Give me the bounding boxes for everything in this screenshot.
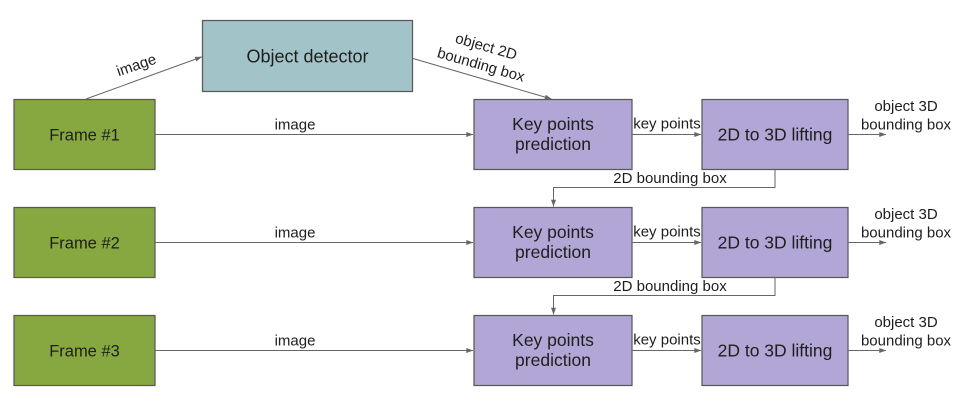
svg-text:2D bounding box: 2D bounding box	[613, 278, 727, 295]
svg-text:Key points: Key points	[512, 330, 594, 350]
svg-text:Object detector: Object detector	[246, 47, 368, 67]
svg-text:prediction: prediction	[515, 242, 591, 262]
svg-text:key points: key points	[633, 116, 701, 133]
svg-text:2D to 3D lifting: 2D to 3D lifting	[718, 341, 833, 361]
svg-text:Frame #2: Frame #2	[49, 235, 120, 253]
svg-text:bounding box: bounding box	[861, 117, 952, 134]
svg-text:Frame #3: Frame #3	[49, 343, 120, 361]
svg-text:key points: key points	[633, 224, 701, 241]
svg-text:key points: key points	[633, 332, 701, 349]
svg-text:bounding box: bounding box	[861, 333, 952, 350]
svg-text:image: image	[275, 225, 316, 242]
svg-text:object 3D: object 3D	[874, 314, 938, 331]
svg-text:Frame #1: Frame #1	[49, 127, 120, 145]
svg-text:prediction: prediction	[515, 350, 591, 370]
svg-text:image: image	[275, 333, 316, 350]
svg-text:bounding box: bounding box	[861, 225, 952, 242]
svg-text:Key points: Key points	[512, 222, 594, 242]
svg-text:Key points: Key points	[512, 114, 594, 134]
svg-text:image: image	[114, 51, 158, 80]
svg-text:image: image	[275, 117, 316, 134]
svg-text:object 3D: object 3D	[874, 98, 938, 115]
svg-text:2D to 3D lifting: 2D to 3D lifting	[718, 125, 833, 145]
svg-text:prediction: prediction	[515, 134, 591, 154]
svg-text:object 3D: object 3D	[874, 206, 938, 223]
svg-text:2D to 3D lifting: 2D to 3D lifting	[718, 233, 833, 253]
svg-text:2D bounding box: 2D bounding box	[613, 170, 727, 187]
